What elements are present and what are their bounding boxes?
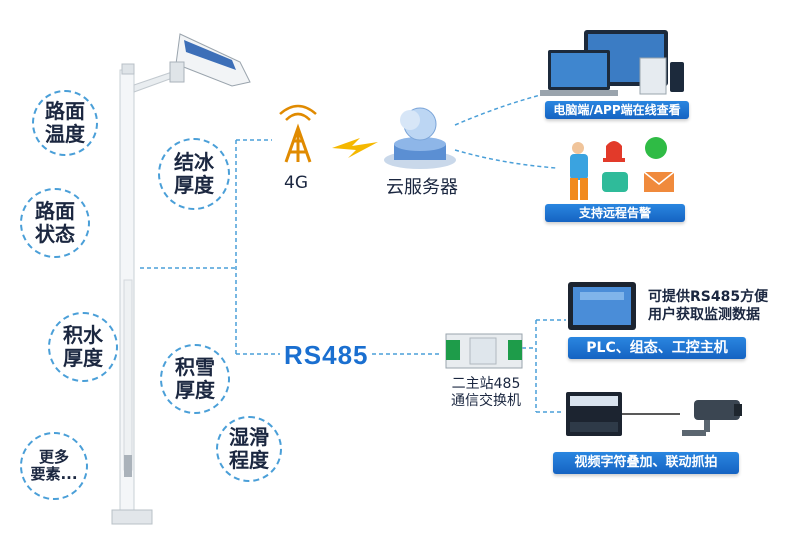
video-overlay-device-icon [566,392,622,436]
access-description: 可提供RS485方便 用户获取监测数据 [648,289,769,323]
rs485-label: RS485 [284,340,369,370]
switch-device-icon [445,333,523,369]
circle-water-depth: 积水 厚度 [48,312,118,382]
sensor-head [169,33,251,87]
camera-icon [682,400,742,436]
circle-wet-slip: 湿滑 程度 [216,416,282,482]
cell-tower-icon [279,104,317,163]
alarm-icons [570,137,675,200]
plc-banner: PLC、组态、工控主机 [568,337,746,359]
online-view-banner: 电脑端/APP端在线查看 [545,101,689,119]
pole [111,63,179,525]
circle-ice-thickness: 结冰 厚度 [158,138,230,210]
circle-road-temperature: 路面 温度 [32,90,98,156]
circle-snow-thickness: 积雪 厚度 [160,344,230,414]
lightning-icon [332,138,378,158]
devices-icon [540,30,684,96]
video-banner: 视频字符叠加、联动抓拍 [553,452,739,474]
tower-label: 4G [284,173,308,193]
circle-road-status: 路面 状态 [20,188,90,258]
panel-pc-icon [568,282,636,330]
cloud-server-icon [384,107,456,169]
switch-label: 二主站485 通信交换机 [451,376,521,409]
remote-alarm-banner: 支持远程告警 [545,204,685,222]
cloud-server-label: 云服务器 [386,177,458,198]
circle-more-elements: 更多 要素... [20,432,88,500]
